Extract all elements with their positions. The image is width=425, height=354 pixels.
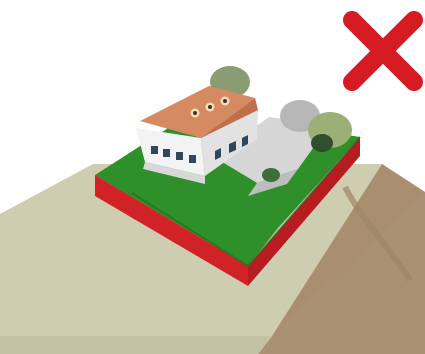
window bbox=[176, 152, 183, 160]
shrub-front bbox=[262, 168, 280, 182]
window bbox=[151, 146, 158, 154]
dormer-center bbox=[223, 99, 227, 103]
cross-icon bbox=[352, 20, 414, 82]
window bbox=[163, 149, 170, 157]
window bbox=[189, 155, 196, 163]
dormer-center bbox=[208, 105, 212, 109]
ground-front-edge bbox=[0, 336, 272, 354]
dormer-center bbox=[193, 111, 197, 115]
shrub-right bbox=[311, 134, 333, 152]
